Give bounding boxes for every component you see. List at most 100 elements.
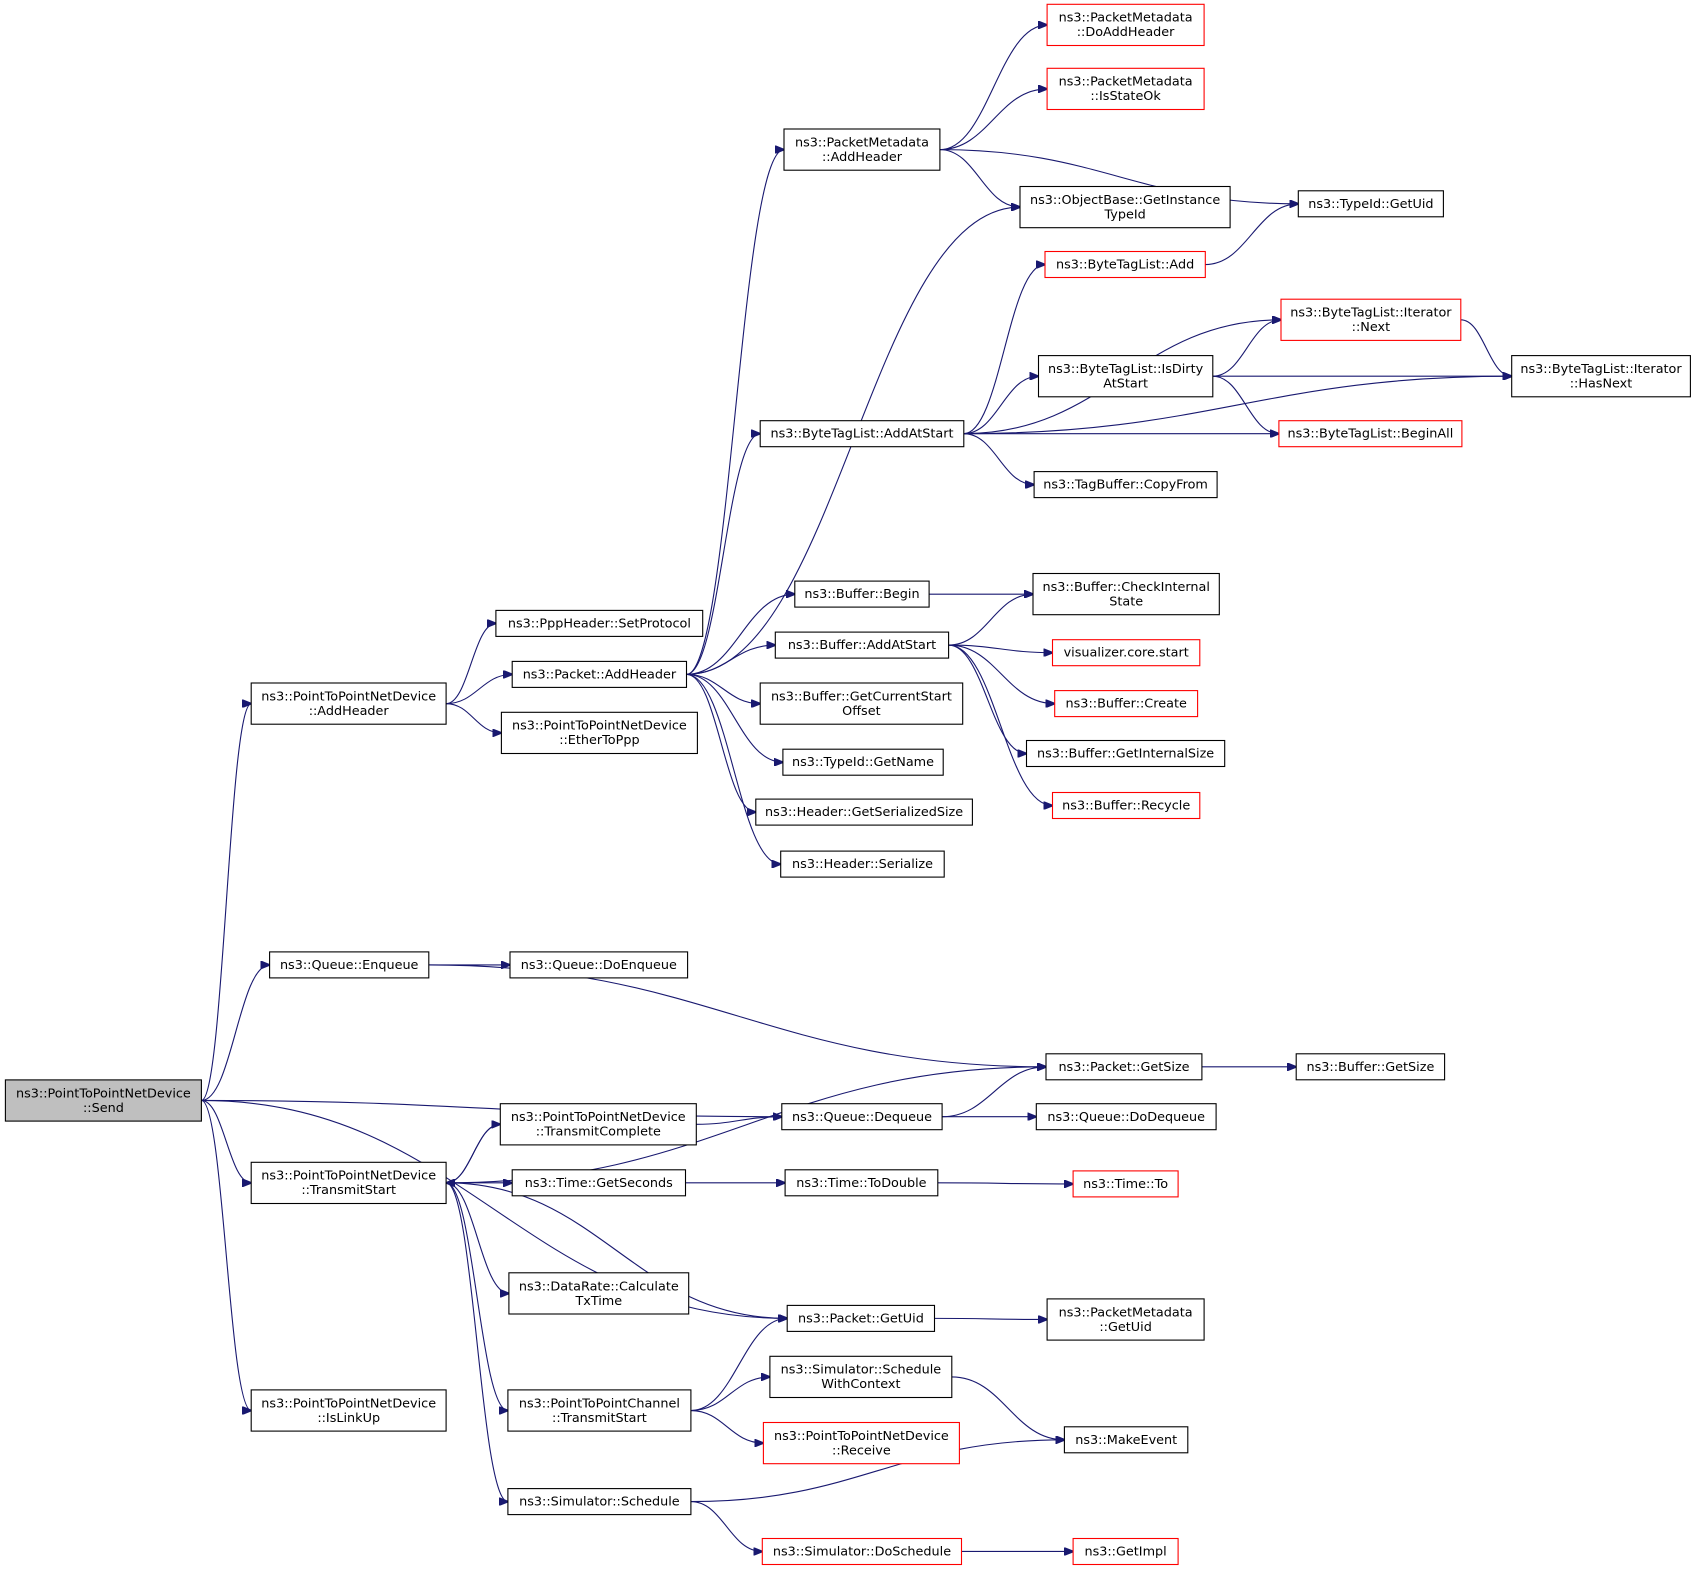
edge-btl-addatstart-to-btl-isdirty (963, 376, 1039, 435)
node-buffer-recycle[interactable]: ns3::Buffer::Recycle (1051, 791, 1201, 820)
node-sim-doschedule[interactable]: ns3::Simulator::DoSchedule (761, 1537, 963, 1566)
node-viz-core-start[interactable]: visualizer.core.start (1051, 639, 1201, 667)
node-btl-it-hasnext[interactable]: ns3::ByteTagList::Iterator::HasNext (1511, 355, 1691, 398)
node-p2p-transmitstart[interactable]: ns3::PointToPointNetDevice::TransmitStar… (250, 1161, 447, 1205)
node-time-to[interactable]: ns3::Time::To (1072, 1170, 1179, 1198)
node-label: ns3::PppHeader::SetProtocol (508, 617, 691, 632)
edge-pm-addheader-to-pm-doaddheader (939, 25, 1047, 151)
node-box (500, 711, 698, 755)
edge-btl-addatstart-to-tagbuffer-copyfrom (963, 433, 1034, 485)
node-box (1295, 1053, 1446, 1081)
edge-buffer-addatstart-to-buffer-getinternalsize (948, 644, 1027, 753)
node-btl-beginall[interactable]: ns3::ByteTagList::BeginAll (1278, 420, 1463, 448)
node-label: ns3::PacketMetadata (1059, 1305, 1193, 1320)
node-p2pchannel-transmitstart[interactable]: ns3::PointToPointChannel::TransmitStart (507, 1389, 692, 1432)
node-queue-doenqueue[interactable]: ns3::Queue::DoEnqueue (509, 951, 689, 979)
node-label: ns3::Packet::GetUid (798, 1311, 924, 1326)
node-label: ns3::Simulator::DoSchedule (773, 1545, 951, 1560)
node-send[interactable]: ns3::PointToPointNetDevice::Send (4, 1079, 202, 1122)
node-box (1280, 298, 1462, 341)
node-label: ns3::ByteTagList::Add (1056, 258, 1194, 273)
node-box (786, 1304, 936, 1332)
node-buffer-begin[interactable]: ns3::Buffer::Begin (794, 580, 930, 608)
node-time-todouble[interactable]: ns3::Time::ToDouble (784, 1169, 939, 1197)
node-ppp-setprotocol[interactable]: ns3::PppHeader::SetProtocol (495, 609, 704, 637)
node-label: ::IsStateOk (1090, 89, 1161, 104)
edge-time-todouble-to-time-to (937, 1183, 1073, 1184)
node-box (511, 660, 688, 688)
node-packet-getsize[interactable]: ns3::Packet::GetSize (1045, 1053, 1203, 1081)
edge-p2p-transmitstart-to-p2pchannel-transmitstart (445, 1182, 508, 1411)
node-box (1032, 572, 1220, 616)
node-label: ns3::PacketMetadata (795, 135, 929, 150)
node-header-serialize[interactable]: ns3::Header::Serialize (780, 850, 945, 878)
node-buffer-getsize[interactable]: ns3::Buffer::GetSize (1295, 1053, 1446, 1081)
edge-p2p-transmitstart-to-datarate-calctxtime (446, 1182, 509, 1294)
edge-pm-addheader-to-typeid-getuid (939, 149, 1298, 204)
edge-buffer-addatstart-to-buffer-recycle (948, 644, 1053, 805)
node-box (1045, 1053, 1203, 1081)
node-queue-dodequeue[interactable]: ns3::Queue::DoDequeue (1035, 1103, 1217, 1131)
edge-btl-add-to-typeid-getuid (1205, 204, 1298, 266)
node-sim-schedule[interactable]: ns3::Simulator::Schedule (507, 1488, 692, 1516)
node-label: ns3::Time::GetSeconds (525, 1176, 673, 1191)
node-label: TypeId (1103, 207, 1145, 222)
node-typeid-getuid[interactable]: ns3::TypeId::GetUid (1297, 190, 1444, 218)
edge-btl-addatstart-to-btl-add (963, 265, 1045, 435)
node-box (1051, 791, 1201, 820)
node-queue-dequeue[interactable]: ns3::Queue::Dequeue (781, 1103, 943, 1131)
node-buffer-create[interactable]: ns3::Buffer::Create (1054, 690, 1199, 718)
node-p2p-islinkup[interactable]: ns3::PointToPointNetDevice::IsLinkUp (250, 1389, 447, 1432)
node-typeid-getname[interactable]: ns3::TypeId::GetName (782, 748, 944, 776)
node-get-impl[interactable]: ns3::GetImpl (1072, 1537, 1179, 1566)
node-buffer-addatstart[interactable]: ns3::Buffer::AddAtStart (774, 631, 950, 659)
node-box (1051, 639, 1201, 667)
node-label: ns3::Queue::Dequeue (792, 1110, 932, 1125)
node-label: ns3::Buffer::Recycle (1062, 799, 1190, 814)
node-queue-enqueue[interactable]: ns3::Queue::Enqueue (269, 951, 430, 979)
node-pm-doaddheader[interactable]: ns3::PacketMetadata::DoAddHeader (1046, 3, 1205, 47)
node-label: ns3::Simulator::Schedule (519, 1495, 680, 1510)
edge-p2pchannel-transmitstart-to-p2p-receive (690, 1409, 764, 1444)
node-label: ns3::Queue::Enqueue (280, 958, 419, 973)
node-p2p-receive[interactable]: ns3::PointToPointNetDevice::Receive (762, 1421, 960, 1465)
node-ether-to-ppp[interactable]: ns3::PointToPointNetDevice::EtherToPpp (500, 711, 698, 755)
node-label: ns3::ByteTagList::Iterator (1520, 362, 1682, 377)
node-tagbuffer-copyfrom[interactable]: ns3::TagBuffer::CopyFrom (1033, 471, 1218, 499)
node-label: ::EtherToPpp (559, 733, 639, 748)
node-btl-add[interactable]: ns3::ByteTagList::Add (1044, 250, 1206, 279)
node-buffer-getinternalsize[interactable]: ns3::Buffer::GetInternalSize (1025, 739, 1226, 768)
node-label: ns3::TypeId::GetName (792, 755, 934, 770)
node-box (499, 1103, 697, 1146)
node-header-getserializedsize[interactable]: ns3::Header::GetSerializedSize (755, 798, 973, 826)
node-make-event[interactable]: ns3::MakeEvent (1063, 1426, 1189, 1454)
node-p2p-transmitcomplete[interactable]: ns3::PointToPointNetDevice::TransmitComp… (499, 1103, 697, 1146)
edge-packet-addheader-to-buffer-begin (686, 594, 795, 675)
node-p2p-addheader[interactable]: ns3::PointToPointNetDevice::AddHeader (250, 682, 447, 725)
node-label: Offset (842, 704, 880, 719)
edge-p2p-transmitstart-to-sim-schedule (445, 1182, 508, 1502)
node-pm-isstateok[interactable]: ns3::PacketMetadata::IsStateOk (1046, 67, 1205, 111)
node-box (769, 1355, 953, 1399)
node-label: ns3::Header::Serialize (792, 857, 933, 872)
node-label: ns3::PacketMetadata (1059, 11, 1193, 26)
node-box (762, 1421, 960, 1465)
node-time-getseconds[interactable]: ns3::Time::GetSeconds (511, 1169, 687, 1197)
node-label: ns3::PointToPointNetDevice (16, 1086, 191, 1101)
node-packet-addheader[interactable]: ns3::Packet::AddHeader (511, 660, 688, 688)
nodes-layer: ns3::PointToPointNetDevice::Sendns3::Poi… (4, 3, 1691, 1566)
node-packet-getuid[interactable]: ns3::Packet::GetUid (786, 1304, 936, 1332)
node-pm-addheader[interactable]: ns3::PacketMetadata::AddHeader (783, 128, 941, 171)
node-pm-getuid[interactable]: ns3::PacketMetadata::GetUid (1046, 1298, 1205, 1341)
edge-btl-addatstart-to-btl-it-hasnext (963, 376, 1512, 435)
node-btl-addatstart[interactable]: ns3::ByteTagList::AddAtStart (759, 420, 965, 448)
node-btl-it-next[interactable]: ns3::ByteTagList::Iterator::Next (1280, 298, 1462, 341)
node-label: ::Next (1352, 320, 1390, 335)
